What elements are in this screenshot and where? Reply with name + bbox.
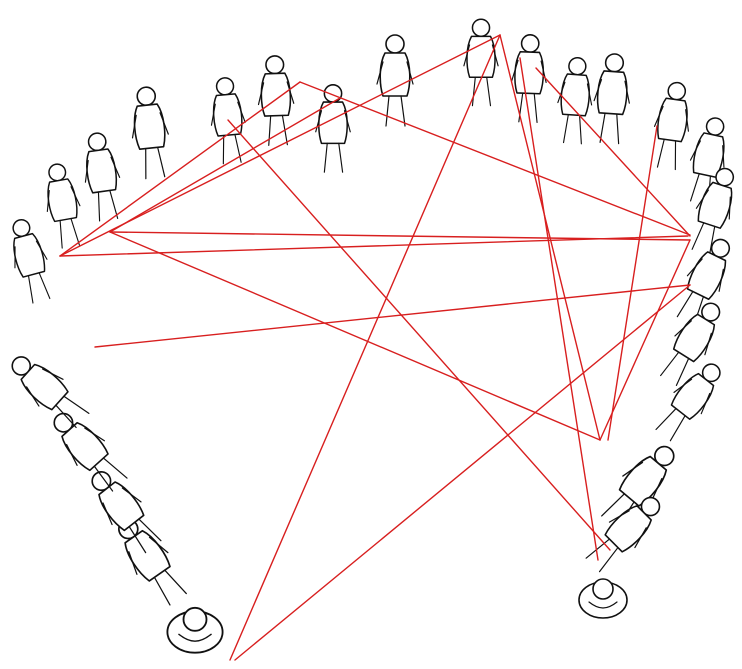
person-head xyxy=(593,579,613,599)
person-head xyxy=(87,132,107,152)
person-figure-26 xyxy=(3,347,95,435)
person-head xyxy=(568,57,586,75)
person-torso xyxy=(261,73,291,116)
person-figure-25 xyxy=(44,404,133,498)
person-legs xyxy=(221,134,241,164)
person-figure-1 xyxy=(3,216,57,305)
rope-line-8 xyxy=(300,82,690,235)
person-head xyxy=(605,53,624,72)
person-figure-11 xyxy=(555,57,595,145)
person-figure-6 xyxy=(257,55,295,145)
person-figure-21 xyxy=(579,579,627,618)
rope-line-9 xyxy=(230,35,500,660)
person-torso xyxy=(45,178,79,222)
person-torso xyxy=(212,94,243,137)
person-figure-9 xyxy=(464,19,498,105)
person-head xyxy=(667,81,686,100)
person-legs xyxy=(26,272,50,303)
person-torso xyxy=(380,53,410,96)
person-figure-10 xyxy=(510,34,548,123)
person-head xyxy=(521,35,539,53)
people-group xyxy=(3,19,742,652)
person-torso xyxy=(10,232,47,277)
person-figure-12 xyxy=(591,53,632,144)
person-torso xyxy=(560,74,591,116)
person-torso xyxy=(132,104,166,150)
person-legs xyxy=(657,139,679,170)
person-head xyxy=(324,85,341,102)
person-torso xyxy=(656,98,690,142)
person-figure-8 xyxy=(377,35,413,126)
person-figure-18 xyxy=(649,355,730,445)
person-head xyxy=(136,86,156,106)
person-figure-4 xyxy=(127,85,172,179)
person-head xyxy=(386,35,404,53)
person-legs xyxy=(600,113,621,144)
person-head xyxy=(216,77,234,95)
person-legs xyxy=(324,143,342,172)
person-legs xyxy=(519,93,538,122)
person-head xyxy=(472,19,489,36)
person-head xyxy=(184,608,207,631)
person-torso xyxy=(596,71,628,115)
person-torso xyxy=(84,148,118,193)
person-legs xyxy=(143,147,165,179)
rope-line-12 xyxy=(95,285,690,347)
rope-line-7 xyxy=(228,120,610,550)
person-figure-13 xyxy=(649,80,695,170)
person-figure-22 xyxy=(167,608,222,653)
person-figure-3 xyxy=(79,131,125,222)
person-legs xyxy=(564,114,584,143)
rope-line-10 xyxy=(520,58,598,560)
person-figure-2 xyxy=(40,161,87,249)
person-head xyxy=(266,56,284,74)
person-figure-7 xyxy=(316,85,351,172)
rope-line-5 xyxy=(110,232,690,240)
